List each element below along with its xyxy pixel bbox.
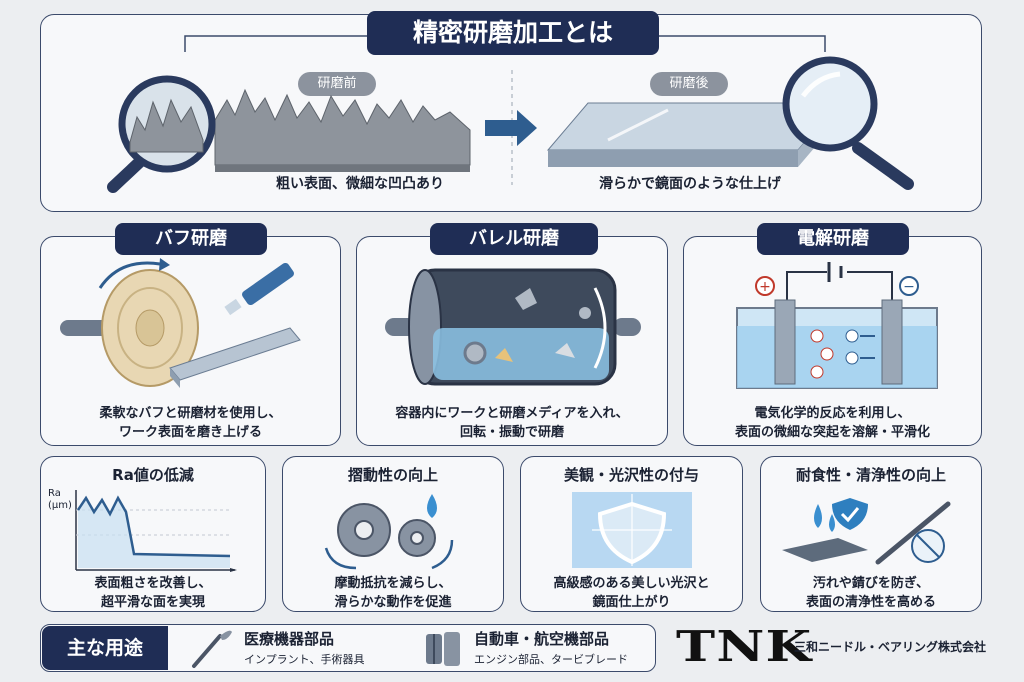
caption-line: 汚れや錆びを防ぎ、 (812, 576, 930, 591)
gears-icon (324, 494, 454, 570)
benefit-caption: 汚れや錆びを防ぎ、 表面の清浄性を高める (760, 574, 982, 612)
method-caption: 柔軟なバフと研磨材を使用し、 ワーク表面を磨き上げる (40, 404, 341, 442)
shield-shine-icon (572, 492, 692, 568)
engine-part-icon (426, 632, 460, 666)
caption-line: 滑らかな動作を促進 (334, 595, 452, 610)
caption-line: 容器内にワークと研磨メディアを入れ、 (395, 406, 629, 421)
method-title: 電解研磨 (757, 223, 909, 255)
benefit-card-ra (40, 456, 266, 612)
buff-wheel-illustration (60, 258, 301, 388)
benefit-title: Ra値の低減 (112, 466, 194, 484)
benefit-card-corrosion (760, 456, 982, 612)
caption-line: 表面の清浄性を高める (805, 595, 936, 610)
benefit-caption: 表面粗さを改善し、 超平滑な面を実現 (40, 574, 266, 612)
brand-logo: TNK (676, 622, 813, 671)
use-title: 自動車・航空機部品 (474, 630, 610, 648)
caption-line: 摩動抵抗を減らし、 (334, 576, 452, 591)
before-tag: 研磨前 (298, 72, 376, 96)
magnifier-icon (107, 75, 216, 193)
company-name: 三和ニードル・ベアリング株式会社 (794, 640, 987, 654)
benefit-card-sliding (282, 456, 504, 612)
use-sub: エンジン部品、タービブレード (474, 653, 628, 666)
method-caption: 電気化学的反応を利用し、 表面の微細な突起を溶解・平滑化 (683, 404, 982, 442)
y-label-line: (μm) (48, 500, 72, 511)
chart-y-label: Ra (μm) (48, 488, 72, 512)
caption-line: ワーク表面を磨き上げる (118, 425, 262, 440)
use-sub: インプラント、手術器具 (244, 653, 365, 666)
right-arrow-icon (485, 110, 537, 146)
benefit-title: 美観・光沢性の付与 (563, 466, 699, 484)
after-tag: 研磨後 (650, 72, 728, 96)
method-title: バフ研磨 (115, 223, 267, 255)
magnifier-icon (782, 56, 914, 190)
caption-line: 鏡面仕上がり (592, 595, 671, 610)
ra-reduction-chart (75, 490, 237, 572)
caption-line: 表面粗さを改善し、 (94, 576, 212, 591)
benefit-caption: 高級感のある美しい光沢と 鏡面仕上がり (520, 574, 743, 612)
uses-label: 主な用途 (42, 626, 168, 670)
use-item-medical: 医療機器部品 インプラント、手術器具 (244, 628, 364, 667)
y-label-line: Ra (48, 488, 61, 499)
anti-corrosion-icon (782, 498, 951, 565)
scalpel-icon (192, 630, 232, 668)
rough-surface-illustration (214, 88, 471, 172)
page-title: 精密研磨加工とは (367, 11, 659, 55)
caption-line: 回転・振動で研磨 (459, 425, 564, 440)
benefit-caption: 摩動抵抗を減らし、 滑らかな動作を促進 (282, 574, 504, 612)
after-caption: 滑らかで鏡面のような仕上げ (599, 176, 781, 192)
method-caption: 容器内にワークと研磨メディアを入れ、 回転・振動で研磨 (356, 404, 668, 442)
caption-line: 高級感のある美しい光沢と (553, 576, 710, 591)
caption-line: 超平滑な面を実現 (100, 595, 205, 610)
title-bracket-lines (184, 35, 826, 185)
caption-line: 柔軟なバフと研磨材を使用し、 (99, 406, 282, 421)
svg-text:−: − (903, 279, 915, 295)
electrolysis-bath-illustration: + − (736, 262, 938, 389)
caption-line: 電気化学的反応を利用し、 (754, 406, 911, 421)
svg-text:+: + (759, 279, 771, 295)
caption-line: 表面の微細な突起を溶解・平滑化 (734, 425, 930, 440)
use-title: 医療機器部品 (244, 630, 335, 648)
barrel-drum-illustration (385, 268, 641, 386)
use-item-auto-aero: 自動車・航空機部品 エンジン部品、タービブレード (474, 628, 628, 667)
benefit-title: 摺動性の向上 (347, 466, 438, 484)
benefit-title: 耐食性・清浄性の向上 (795, 466, 946, 484)
before-caption: 粗い表面、微細な凹凸あり (276, 176, 444, 192)
method-title: バレル研磨 (430, 223, 598, 255)
